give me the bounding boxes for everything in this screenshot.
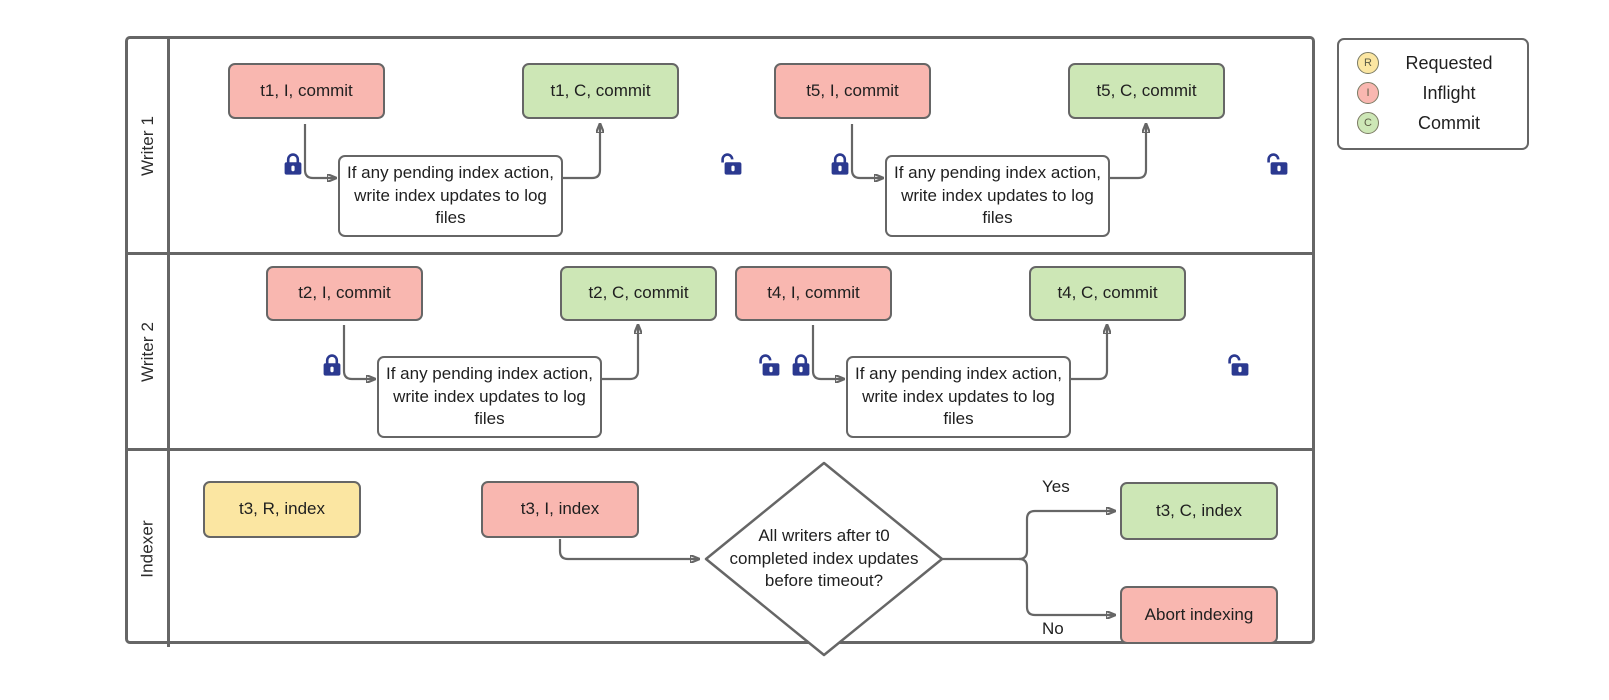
node-w1-t1-inflight[interactable]: t1, I, commit (228, 63, 385, 119)
lock-closed-icon (282, 152, 304, 176)
legend-label-requested: Requested (1405, 52, 1493, 73)
node-ix-t3-inflight[interactable]: t3, I, index (481, 481, 639, 538)
node-w1-t1-commit[interactable]: t1, C, commit (522, 63, 679, 119)
node-label: If any pending index action, write index… (347, 163, 554, 228)
node-ix-abort-indexing[interactable]: Abort indexing (1120, 586, 1278, 644)
node-label: If any pending index action, write index… (386, 364, 593, 429)
edge-label-yes: Yes (1042, 477, 1070, 496)
badge-letter: R (1364, 57, 1372, 69)
node-label: t4, C, commit (1057, 283, 1158, 303)
badge-commit-icon: C (1357, 112, 1379, 134)
node-label: Abort indexing (1144, 604, 1254, 624)
node-label: t5, I, commit (806, 80, 899, 100)
legend-item-commit: C Commit (1357, 108, 1513, 138)
lock-open-icon (758, 353, 780, 377)
node-ix-t3-commit[interactable]: t3, C, index (1120, 482, 1278, 540)
node-label: t3, I, index (520, 499, 600, 519)
node-w2-t2-inflight[interactable]: t2, I, commit (266, 266, 423, 321)
node-w2-write-index-updates-1[interactable]: If any pending index action, write index… (377, 356, 602, 438)
badge-inflight-icon: I (1357, 82, 1379, 104)
lock-open-icon (1227, 353, 1249, 377)
node-label: If any pending index action, write index… (894, 163, 1101, 228)
legend-label-inflight: Inflight (1422, 82, 1476, 103)
lock-open-icon (1266, 152, 1288, 176)
lock-open-icon (720, 152, 742, 176)
legend-label-commit: Commit (1418, 112, 1480, 133)
node-label: t5, C, commit (1096, 80, 1197, 100)
legend: R Requested I Inflight C Commit (1337, 38, 1529, 150)
lane-label-writer-1: Writer 1 (137, 115, 157, 176)
lock-closed-icon (829, 152, 851, 176)
badge-requested-icon: R (1357, 52, 1379, 74)
lane-body-writer-2: t2, I, commit If any pending index actio… (170, 255, 1312, 448)
node-w2-t2-commit[interactable]: t2, C, commit (560, 266, 717, 321)
lane-header-writer-2: Writer 2 (128, 255, 170, 448)
legend-item-inflight: I Inflight (1357, 78, 1513, 108)
swimlane-pool: Writer 1 t1, I, commit (125, 36, 1315, 657)
lane-header-writer-1: Writer 1 (128, 39, 170, 252)
badge-letter: C (1364, 117, 1372, 129)
node-label: t3, C, index (1156, 500, 1242, 520)
lock-closed-icon (790, 353, 812, 377)
node-w2-t4-commit[interactable]: t4, C, commit (1029, 266, 1186, 321)
lane-body-indexer: t3, R, index t3, I, index All writers af… (170, 451, 1312, 657)
legend-item-requested: R Requested (1357, 48, 1513, 78)
lock-closed-icon (321, 353, 343, 377)
lane-writer-2: Writer 2 t2, I, commit If any pending in… (128, 252, 1312, 448)
lane-label-writer-2: Writer 2 (137, 321, 157, 382)
lane-label-indexer: Indexer (137, 520, 157, 578)
edge-label-no: No (1042, 619, 1064, 638)
node-w1-write-index-updates-2[interactable]: If any pending index action, write index… (885, 155, 1110, 237)
node-label: t3, R, index (239, 499, 325, 519)
node-w2-write-index-updates-2[interactable]: If any pending index action, write index… (846, 356, 1071, 438)
lane-writer-1: Writer 1 t1, I, commit (128, 39, 1312, 252)
badge-letter: I (1366, 87, 1370, 99)
node-w1-t5-inflight[interactable]: t5, I, commit (774, 63, 931, 119)
lane-indexer: Indexer t3, R, index t3, I, index (128, 448, 1312, 657)
node-label: t2, I, commit (298, 283, 391, 303)
decision-all-writers-completed[interactable]: All writers after t0 completed index upd… (702, 459, 946, 659)
node-ix-t3-requested[interactable]: t3, R, index (203, 481, 361, 538)
node-label: t2, C, commit (588, 283, 689, 303)
node-label: t1, I, commit (260, 80, 353, 100)
node-label: t1, C, commit (550, 80, 651, 100)
node-w1-write-index-updates-1[interactable]: If any pending index action, write index… (338, 155, 563, 237)
node-label: If any pending index action, write index… (855, 364, 1062, 429)
node-w2-t4-inflight[interactable]: t4, I, commit (735, 266, 892, 321)
node-w1-t5-commit[interactable]: t5, C, commit (1068, 63, 1225, 119)
lane-body-writer-1: t1, I, commit If any pending index actio… (170, 39, 1312, 252)
lane-header-indexer: Indexer (128, 451, 170, 647)
node-label: t4, I, commit (767, 283, 860, 303)
